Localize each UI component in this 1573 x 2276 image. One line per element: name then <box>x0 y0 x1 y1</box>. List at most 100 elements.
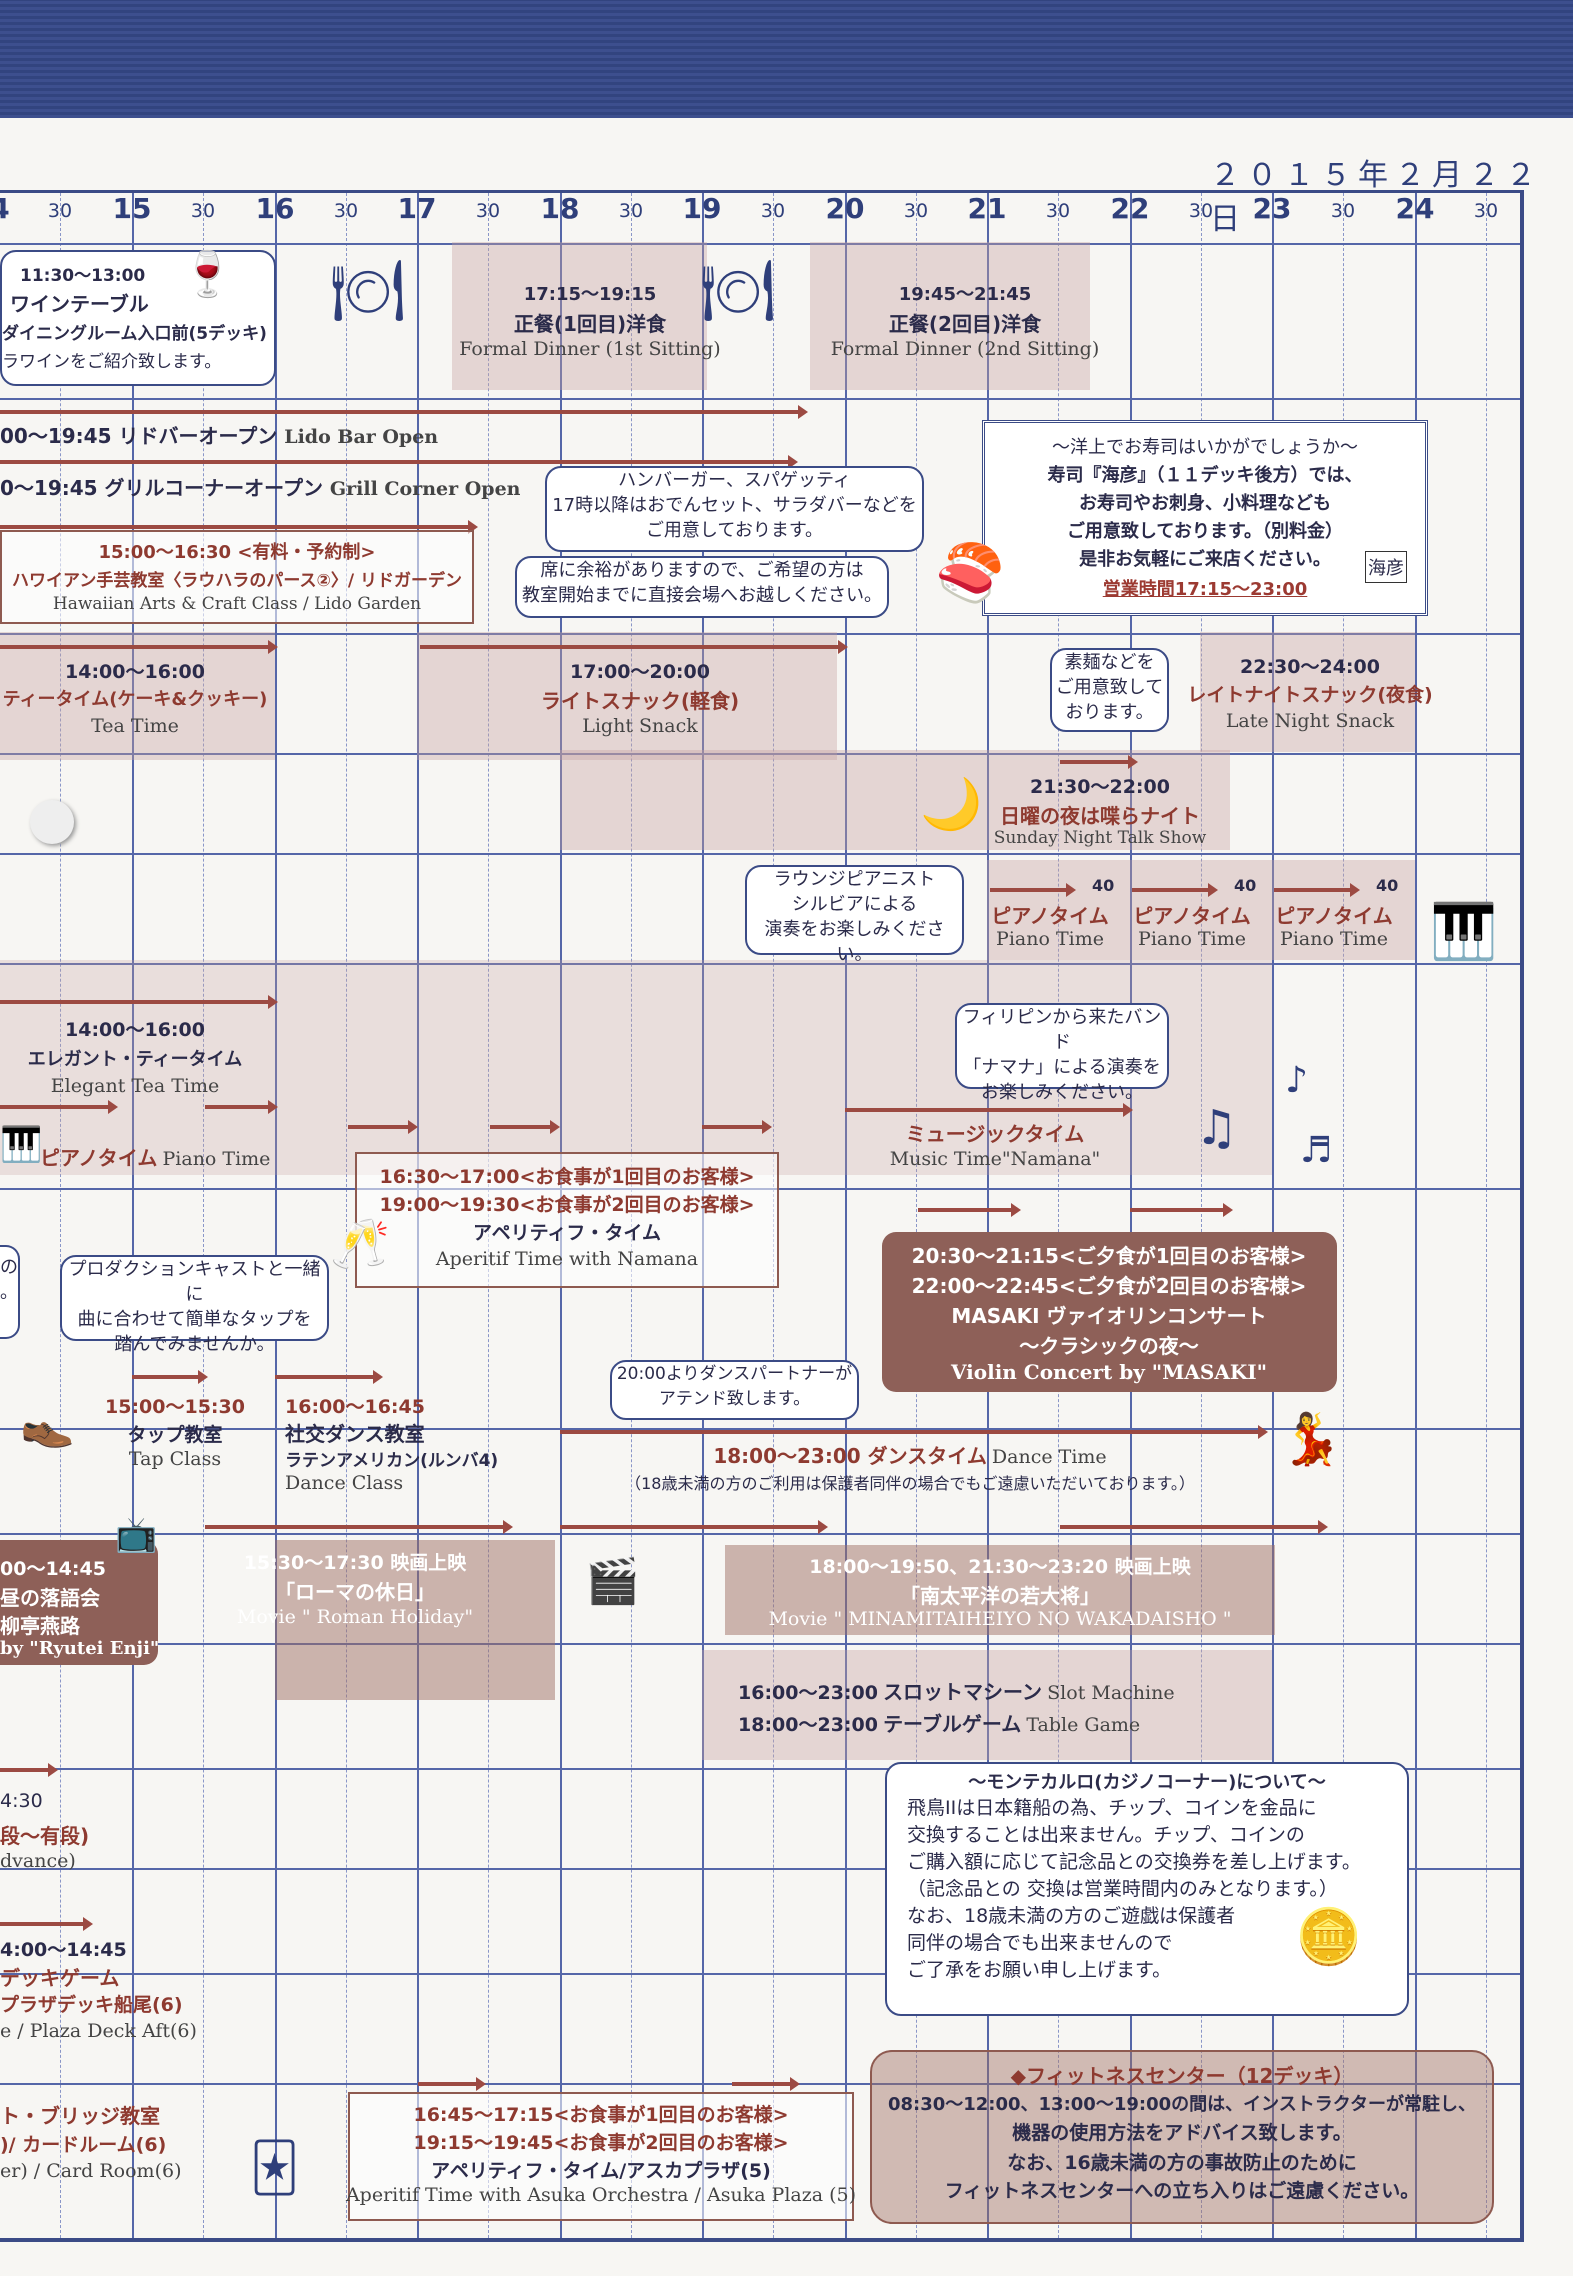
piano-mins: 40 <box>1092 876 1115 895</box>
movie2-jp: 「南太平洋の若大将」 <box>900 1584 1100 1608</box>
tap-bubble-line: 曲に合わせて簡単なタップを <box>77 1309 312 1330</box>
aperitif1-line2: 19:00〜19:30<お食事が2回目のお客様> <box>379 1194 755 1216</box>
half-label: 30 <box>1330 200 1356 222</box>
fitness-line: なお、16歳未満の方の事故防止のために <box>1007 2152 1357 2174</box>
aperitif2-en: Aperitif Time with Asuka Orchestra / Asu… <box>345 2184 857 2206</box>
grid-half-line <box>1486 193 1487 2238</box>
go-jp: 段〜有段) <box>0 1824 90 1848</box>
hour-label: 4 <box>0 192 10 225</box>
piano-bubble-line: ラウンジピアニスト <box>773 869 936 890</box>
movie1-shade <box>275 1540 555 1700</box>
hawaiian-jp: ハワイアン手芸教室〈ラウハラのパース②〉/ リドガーデン <box>12 571 462 591</box>
lightsnack-en: Light Snack <box>582 715 698 737</box>
half-label: 30 <box>1473 200 1499 222</box>
wine-bubble: 11:30〜13:00 ワインテーブル ダイニングルーム入口前(5デッキ) ラワ… <box>0 250 276 386</box>
teatime-bar <box>0 640 278 654</box>
movie2-bar <box>1060 1520 1328 1534</box>
movie1-en: Movie " Roman Holiday" <box>236 1606 474 1628</box>
grid-half-line <box>1343 193 1344 2238</box>
piano-mins: 40 <box>1234 876 1257 895</box>
lightsnack-shade <box>417 632 837 760</box>
rakugo-jp: 昼の落語会 <box>0 1586 100 1610</box>
grill-label: 0〜19:45 グリルコーナーオープン Grill Corner Open <box>0 472 521 501</box>
piano-left-bar <box>205 1100 278 1114</box>
piano-bar <box>990 883 1076 897</box>
talkshow-en: Sunday Night Talk Show <box>993 828 1207 848</box>
hour-label: 24 <box>1395 192 1435 225</box>
left-bubble-line: の <box>0 1257 18 1278</box>
deck-jp2: プラザデッキ船尾(6) <box>0 1994 183 2016</box>
lightsnack-bar <box>420 640 848 654</box>
latenight-jp: レイトナイトスナック(夜食) <box>1187 684 1433 706</box>
sushi-box: 〜洋上でお寿司はいかがでしょうか〜 寿司『海彦』（１１デッキ後方）では、 お寿司… <box>982 420 1428 616</box>
moon-icon: 🌙 <box>920 775 983 833</box>
row-line <box>0 398 1520 400</box>
dancetime-label: 18:00〜23:00 ダンスタイム Dance Time <box>713 1440 1106 1469</box>
aperitif1-jp: アペリティフ・タイム <box>472 1222 662 1244</box>
casino-bubble: 〜モンテカルロ(カジノコーナー)について〜 飛鳥IIは日本籍船の為、チップ、コイ… <box>885 1762 1409 2016</box>
talkshow-time: 21:30〜22:00 <box>1030 776 1170 798</box>
grand-piano-icon: 🎹 <box>1430 900 1498 963</box>
tap-bubble-line: プロダクションキャストと一緒に <box>68 1259 321 1305</box>
wine-title: ワインテーブル <box>10 292 149 316</box>
music-jp: ミュージックタイム <box>905 1122 1085 1146</box>
grid-line <box>1130 193 1132 2238</box>
rakugo-box: 00〜14:45 昼の落語会 柳亭燕路 by "Ryutei Enji" <box>0 1540 159 1665</box>
social-time: 16:00〜16:45 <box>285 1396 425 1418</box>
grill-bubble: ハンバーガー、スパゲッティ 17時以降はおでんセット、サラダバーなどを ご用意し… <box>545 466 924 552</box>
somen-bubble-line: ご用意致して <box>1055 677 1164 698</box>
piano-shade <box>987 860 1415 960</box>
lightsnack-time: 17:00〜20:00 <box>570 661 710 683</box>
row-line <box>0 1768 1520 1770</box>
movie1-time: 15:30〜17:30 映画上映 <box>243 1552 467 1574</box>
aperitif1-box: 16:30〜17:00<お食事が1回目のお客様> 19:00〜19:30<お食事… <box>355 1152 779 1288</box>
slot-time: 16:00〜23:00 <box>738 1682 878 1704</box>
elegant-bar <box>0 995 278 1009</box>
lido-bar-bar <box>0 405 808 419</box>
half-label: 30 <box>47 200 73 222</box>
grid-line <box>1272 193 1274 2238</box>
piano-left-bar <box>702 1120 772 1134</box>
music-bar <box>845 1103 1133 1117</box>
somen-bubble: 素麺などを ご用意致して おります。 <box>1050 648 1169 732</box>
social-bar <box>275 1370 383 1384</box>
movie2-shade <box>725 1545 1275 1635</box>
hour-label: 20 <box>825 192 865 225</box>
hawaiian-bubble-line: 教室開始までに直接会場へお越しください。 <box>522 585 882 606</box>
piano-bubble: ラウンジピアニスト シルビアによる 演奏をお楽しみください。 <box>745 865 964 965</box>
lido-bar-jp: 00〜19:45 リドバーオープン <box>0 424 278 448</box>
tap-jp: タップ教室 <box>127 1424 223 1446</box>
piano-left-label: ピアノタイム Piano Time <box>40 1142 270 1171</box>
bridge-jp: ト・ブリッジ教室 <box>0 2104 160 2128</box>
table-label: 18:00〜23:00 テーブルゲーム Table Game <box>738 1708 1140 1737</box>
casino-chips-icon: 🪙 <box>1295 1905 1363 1968</box>
grid-half-line <box>1058 193 1059 2238</box>
sushi-line: お寿司やお刺身、小料理なども <box>1079 493 1331 514</box>
cards-icon: 🃏 <box>250 2140 300 2196</box>
dance-bubble-line: アテンド致します。 <box>658 1389 811 1409</box>
deck-jp: デッキゲーム <box>0 1966 120 1990</box>
lightsnack-jp: ライトスナック(軽食) <box>540 689 740 713</box>
sushi-logo: 海彦 <box>1365 551 1407 583</box>
teatime-time: 14:00〜16:00 <box>65 661 205 683</box>
elegant-en: Elegant Tea Time <box>50 1075 220 1097</box>
grid-line <box>132 193 134 2238</box>
piano-jp: ピアノタイム <box>991 904 1109 928</box>
aperitif1-en: Aperitif Time with Namana <box>435 1248 699 1270</box>
row-line <box>0 853 1520 855</box>
piano-en: Piano Time <box>996 928 1104 950</box>
half-label: 30 <box>190 200 216 222</box>
casino-line: 交換することは出来ません。チップ、コインの <box>907 1824 1305 1846</box>
dancers-icon: 💃 <box>1280 1410 1343 1468</box>
grid-half-line <box>60 193 61 2238</box>
grid-line <box>275 193 277 2238</box>
aperitif2-line2: 19:15〜19:45<お食事が2回目のお客様> <box>413 2132 789 2154</box>
teatime-jp: ティータイム(ケーキ&クッキー) <box>2 689 268 710</box>
dinner2-shade <box>810 242 1090 390</box>
go-bar <box>0 1763 58 1777</box>
deck-bar <box>0 1917 93 1931</box>
latenight-en: Late Night Snack <box>1225 710 1395 732</box>
hawaiian-en: Hawaiian Arts & Craft Class / Lido Garde… <box>52 594 422 614</box>
row-line <box>0 753 1520 755</box>
music-notes-icon: ♫ <box>1195 1100 1239 1156</box>
